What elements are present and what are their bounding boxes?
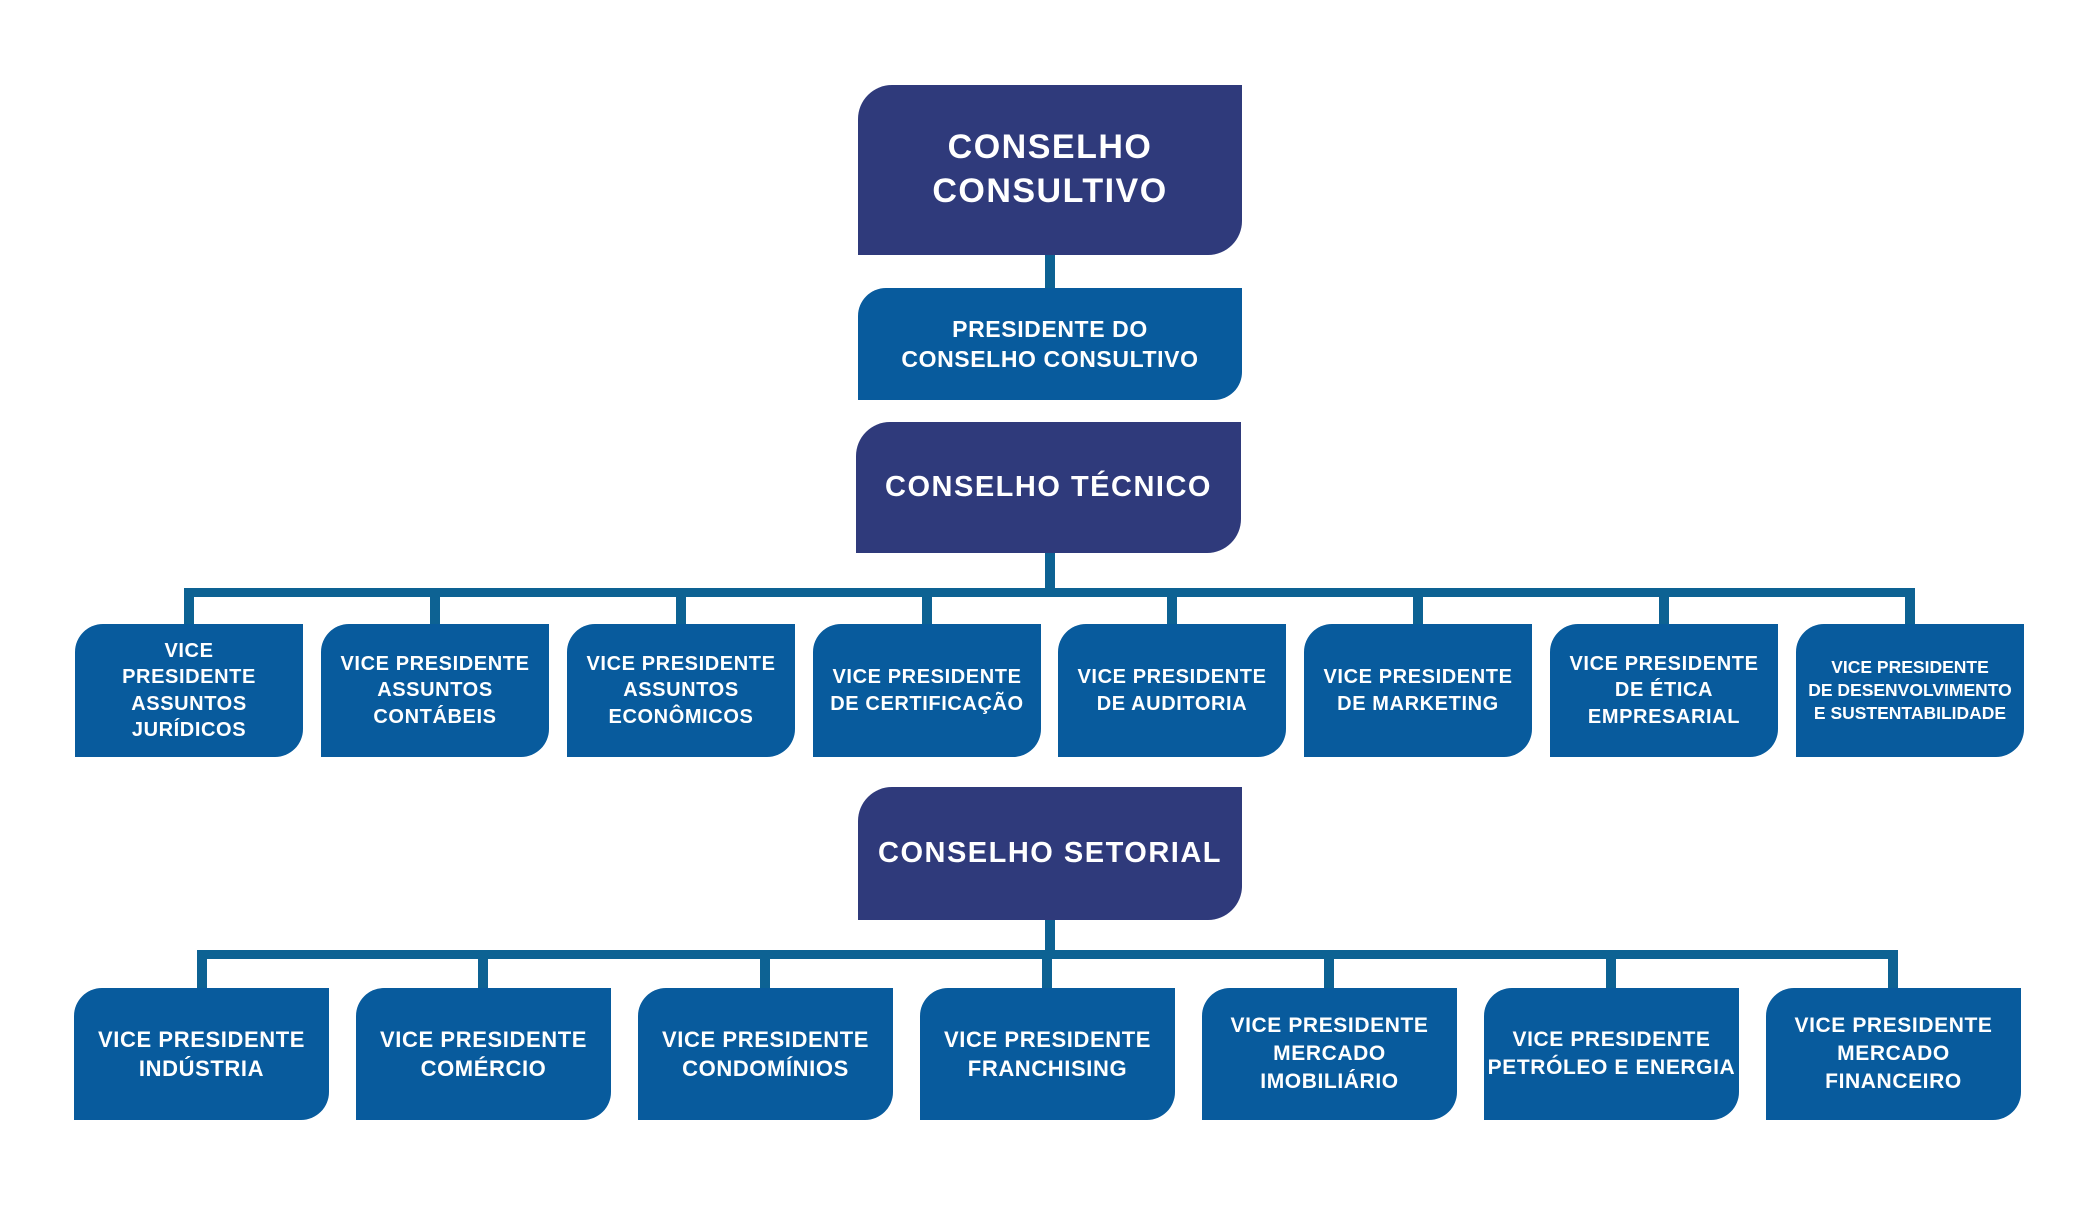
node-vp-franchising: VICE PRESIDENTE FRANCHISING xyxy=(920,988,1175,1120)
connector-tier2-drop-4 xyxy=(1042,950,1052,990)
connector-tier1-drop-1 xyxy=(184,588,194,626)
node-conselho-tecnico: CONSELHO TÉCNICO xyxy=(856,422,1241,553)
node-label: VICE PRESIDENTE ASSUNTOS ECONÔMICOS xyxy=(586,652,776,728)
node-label: VICE PRESIDENTE DE AUDITORIA xyxy=(1077,666,1267,715)
node-vp-petroleo-energia: VICE PRESIDENTE PETRÓLEO E ENERGIA xyxy=(1484,988,1739,1120)
node-label: PRESIDENTE DO CONSELHO CONSULTIVO xyxy=(901,315,1199,372)
node-vp-comercio: VICE PRESIDENTE COMÉRCIO xyxy=(356,988,611,1120)
connector-tier1-drop-5 xyxy=(1167,588,1177,626)
node-vp-certificacao: VICE PRESIDENTE DE CERTIFICAÇÃO xyxy=(813,624,1041,757)
connector-tier2-drop-6 xyxy=(1606,950,1616,990)
node-vp-assuntos-juridicos: VICE PRESIDENTE ASSUNTOS JURÍDICOS xyxy=(75,624,303,757)
node-presidente-conselho-consultivo: PRESIDENTE DO CONSELHO CONSULTIVO xyxy=(858,288,1242,400)
connector-tier1-drop-8 xyxy=(1905,588,1915,626)
node-conselho-setorial: CONSELHO SETORIAL xyxy=(858,787,1242,920)
connector-tier1-drop-6 xyxy=(1413,588,1423,626)
node-label: VICE PRESIDENTE MERCADO FINANCEIRO xyxy=(1794,1014,1993,1093)
connector-tier2-drop-2 xyxy=(478,950,488,990)
node-label: VICE PRESIDENTE ASSUNTOS JURÍDICOS xyxy=(122,639,256,741)
node-label: VICE PRESIDENTE DE CERTIFICAÇÃO xyxy=(830,666,1024,715)
node-conselho-consultivo: CONSELHO CONSULTIVO xyxy=(858,85,1242,255)
connector-tier2-drop-7 xyxy=(1888,950,1898,990)
node-label: VICE PRESIDENTE INDÚSTRIA xyxy=(97,1026,306,1081)
node-label: VICE PRESIDENTE CONDOMÍNIOS xyxy=(661,1026,870,1081)
connector-tier1-drop-7 xyxy=(1659,588,1669,626)
node-label: VICE PRESIDENTE DE DESENVOLVIMENTO E SUS… xyxy=(1808,656,2012,724)
node-label: VICE PRESIDENTE PETRÓLEO E ENERGIA xyxy=(1487,1028,1736,1079)
node-label: CONSELHO CONSULTIVO xyxy=(932,128,1168,210)
connector-tier2-drop-5 xyxy=(1324,950,1334,990)
node-label: VICE PRESIDENTE ASSUNTOS CONTÁBEIS xyxy=(340,652,530,728)
connector-tier1-rail xyxy=(184,588,1915,597)
node-vp-auditoria: VICE PRESIDENTE DE AUDITORIA xyxy=(1058,624,1286,757)
node-vp-etica-empresarial: VICE PRESIDENTE DE ÉTICA EMPRESARIAL xyxy=(1550,624,1778,757)
node-label: VICE PRESIDENTE FRANCHISING xyxy=(943,1026,1152,1081)
node-label: VICE PRESIDENTE DE MARKETING xyxy=(1323,666,1513,715)
connector-consultivo-presidente xyxy=(1045,253,1055,290)
node-vp-marketing: VICE PRESIDENTE DE MARKETING xyxy=(1304,624,1532,757)
connector-tier2-drop-1 xyxy=(197,950,207,990)
node-label: VICE PRESIDENTE MERCADO IMOBILIÁRIO xyxy=(1230,1014,1429,1093)
connector-tier1-drop-3 xyxy=(676,588,686,626)
node-label: CONSELHO SETORIAL xyxy=(878,837,1222,869)
node-vp-assuntos-contabeis: VICE PRESIDENTE ASSUNTOS CONTÁBEIS xyxy=(321,624,549,757)
node-vp-mercado-imobiliario: VICE PRESIDENTE MERCADO IMOBILIÁRIO xyxy=(1202,988,1457,1120)
node-label: CONSELHO TÉCNICO xyxy=(885,471,1212,503)
connector-setorial-stem xyxy=(1045,918,1055,954)
connector-tecnico-stem xyxy=(1045,551,1055,590)
node-label: VICE PRESIDENTE DE ÉTICA EMPRESARIAL xyxy=(1569,652,1759,728)
node-vp-desenvolvimento-sustentabilidade: VICE PRESIDENTE DE DESENVOLVIMENTO E SUS… xyxy=(1796,624,2024,757)
node-vp-mercado-financeiro: VICE PRESIDENTE MERCADO FINANCEIRO xyxy=(1766,988,2021,1120)
connector-tier1-drop-4 xyxy=(922,588,932,626)
node-label: VICE PRESIDENTE COMÉRCIO xyxy=(379,1026,588,1081)
node-vp-assuntos-economicos: VICE PRESIDENTE ASSUNTOS ECONÔMICOS xyxy=(567,624,795,757)
connector-tier2-drop-3 xyxy=(760,950,770,990)
connector-tier1-drop-2 xyxy=(430,588,440,626)
node-vp-industria: VICE PRESIDENTE INDÚSTRIA xyxy=(74,988,329,1120)
node-vp-condominios: VICE PRESIDENTE CONDOMÍNIOS xyxy=(638,988,893,1120)
